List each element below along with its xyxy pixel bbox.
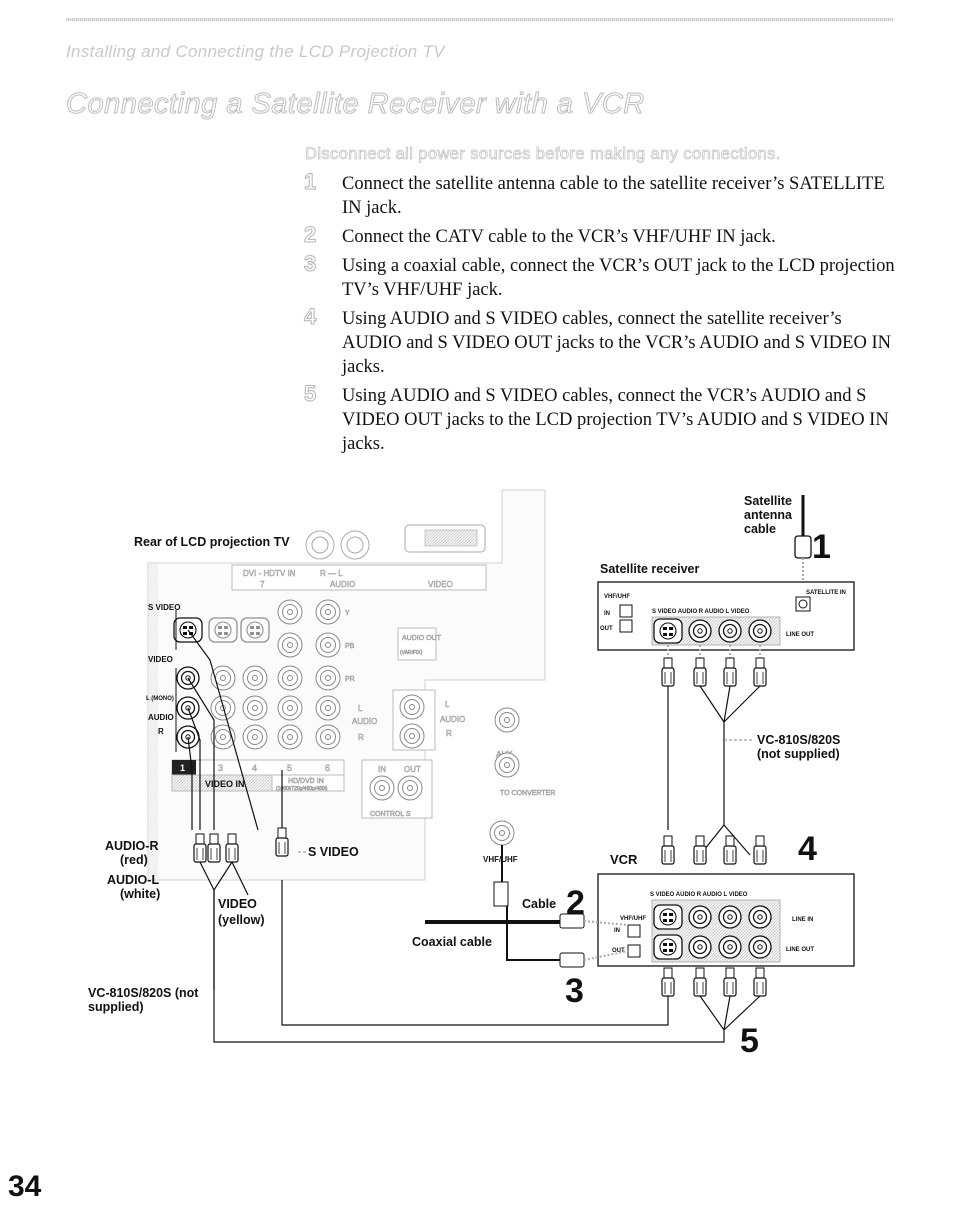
video-label: VIDEO (218, 897, 257, 911)
callout-4: 4 (798, 830, 817, 868)
satellite-receiver-panel: SATELLITE IN VHF/UHF IN OUT S VIDEO AUDI… (597, 581, 855, 651)
step-5: 5 Using AUDIO and S VIDEO cables, connect… (300, 381, 896, 456)
tv-l-label: L (358, 704, 363, 713)
vc-left-label-2: supplied) (88, 1000, 144, 1014)
audio-r-label: AUDIO-R (105, 839, 158, 853)
satellite-receiver-label: Satellite receiver (600, 562, 700, 576)
tv-video-label: VIDEO (428, 580, 453, 589)
cable-label: Cable (522, 897, 556, 911)
vcr-jack-header: S VIDEO AUDIO R AUDIO L VIDEO (650, 892, 748, 898)
vcr-label: VCR (610, 852, 638, 867)
tv-out-l-label: L (445, 700, 450, 709)
callout-3: 3 (565, 972, 584, 1010)
steps-list: 1 Connect the satellite antenna cable to … (300, 169, 896, 461)
tv-input-6: 6 (325, 763, 330, 773)
white-label: (white) (120, 887, 160, 901)
step-4: 4 Using AUDIO and S VIDEO cables, connect… (300, 304, 896, 379)
step-text: Connect the satellite antenna cable to t… (342, 174, 885, 218)
callout-5: 5 (740, 1022, 759, 1060)
tv-out-label: OUT (404, 765, 421, 774)
sat-out-label: OUT (600, 626, 613, 632)
tv-svideo-label: S VIDEO (148, 603, 180, 612)
tv-input-3: 3 (218, 763, 223, 773)
callout-2: 2 (566, 884, 585, 922)
vcr-line-out-label: LINE OUT (786, 947, 814, 953)
tv-audio-small-label: AUDIO (148, 713, 174, 722)
tv-out-r-label: R (446, 729, 452, 738)
sat-vhf-uhf-label: VHF/UHF (604, 594, 630, 600)
tv-control-s-label: CONTROL S (370, 811, 411, 818)
tv-video-in-label: VIDEO IN (205, 779, 245, 789)
step-text: Using AUDIO and S VIDEO cables, connect … (342, 386, 889, 454)
vc-left-label-1: VC-810S/820S (not (88, 986, 199, 1000)
page-title: Connecting a Satellite Receiver with a V… (66, 88, 645, 121)
warning-text: Disconnect all power sources before maki… (305, 145, 781, 164)
step-text: Connect the CATV cable to the VCR’s VHF/… (342, 227, 776, 247)
tv-pb-label: PB (345, 643, 355, 650)
tv-pr-label: PR (345, 676, 355, 683)
tv-hd-dvd-sub: (1080i/720p/480p/480i) (276, 786, 328, 792)
step-number: 1 (303, 169, 317, 194)
tv-to-label: TO CONVERTER (500, 790, 555, 797)
section-title: Installing and Connecting the LCD Projec… (66, 42, 445, 61)
audio-l-label: AUDIO-L (107, 873, 159, 887)
vcr-out-label: OUT (612, 948, 625, 954)
sat-jack-header: S VIDEO AUDIO R AUDIO L VIDEO (652, 609, 750, 615)
antenna-cable-label-1: Satellite (744, 494, 792, 508)
step-2: 2 Connect the CATV cable to the VCR’s VHF… (300, 222, 896, 249)
vcr-panel: S VIDEO AUDIO R AUDIO L VIDEO VHF/UHF IN… (597, 873, 855, 967)
tv-dvi-label: DVI - HDTV IN (243, 569, 296, 578)
yellow-label: (yellow) (218, 913, 265, 927)
tv-input7-label: 7 (260, 580, 265, 589)
header-rule (66, 18, 894, 21)
sat-line-out-label: LINE OUT (786, 632, 814, 638)
step-3: 3 Using a coaxial cable, connect the VCR’… (300, 251, 896, 302)
coaxial-cable-label: Coaxial cable (412, 935, 492, 949)
tv-audio-label: AUDIO (330, 580, 355, 589)
tv-r-mid-label: R (358, 733, 364, 742)
vcr-vhf-uhf-label: VHF/UHF (620, 916, 646, 922)
tv-out-audio-label: AUDIO (440, 715, 465, 724)
tv-audio-mid-label: AUDIO (352, 717, 377, 726)
tv-y-label: Y (345, 610, 350, 617)
vc-right-label-1: VC-810S/820S (757, 733, 840, 747)
antenna-cable-label-2: antenna (744, 508, 793, 522)
tv-vhf-uhf-label: VHF/UHF (483, 855, 518, 864)
sat-in-label: IN (604, 611, 610, 617)
step-number: 4 (303, 304, 317, 329)
callout-1: 1 (812, 528, 831, 566)
tv-input-1: 1 (180, 763, 185, 773)
tv-video-small-label: VIDEO (148, 655, 173, 664)
antenna-cable-label-3: cable (744, 522, 776, 536)
tv-r-label: R (158, 727, 164, 736)
step-number: 3 (303, 251, 317, 276)
vcr-in-label: IN (614, 928, 620, 934)
tv-audio-out-label: AUDIO OUT (402, 635, 442, 642)
satellite-in-label: SATELLITE IN (806, 590, 846, 596)
tv-l-mono-label: L (MONO) (146, 696, 174, 702)
vc-right-label-2: (not supplied) (757, 747, 840, 761)
tv-input-5: 5 (287, 763, 292, 773)
step-number: 2 (303, 222, 317, 247)
tv-in-label: IN (378, 765, 386, 774)
vcr-line-in-label: LINE IN (792, 917, 813, 923)
connection-diagram: DVI - HDTV IN R — L 7 AUDIO VIDEO S VIDE… (88, 489, 855, 1060)
tv-rear-panel: DVI - HDTV IN R — L 7 AUDIO VIDEO S VIDE… (146, 489, 556, 881)
step-number: 5 (303, 381, 317, 406)
step-text: Using a coaxial cable, connect the VCR’s… (342, 256, 895, 300)
tv-hd-dvd-label: HD/DVD IN (288, 778, 324, 785)
tv-var-fix-label: (VAR/FIX) (400, 650, 423, 656)
tv-rear-label: Rear of LCD projection TV (134, 535, 290, 549)
red-label: (red) (120, 853, 148, 867)
tv-input-4: 4 (252, 763, 257, 773)
step-text: Using AUDIO and S VIDEO cables, connect … (342, 309, 891, 377)
page-number: 34 (8, 1170, 42, 1203)
tv-audio-rl-label: R — L (320, 569, 343, 578)
step-1: 1 Connect the satellite antenna cable to … (300, 169, 896, 220)
s-video-label: S VIDEO (308, 845, 359, 859)
